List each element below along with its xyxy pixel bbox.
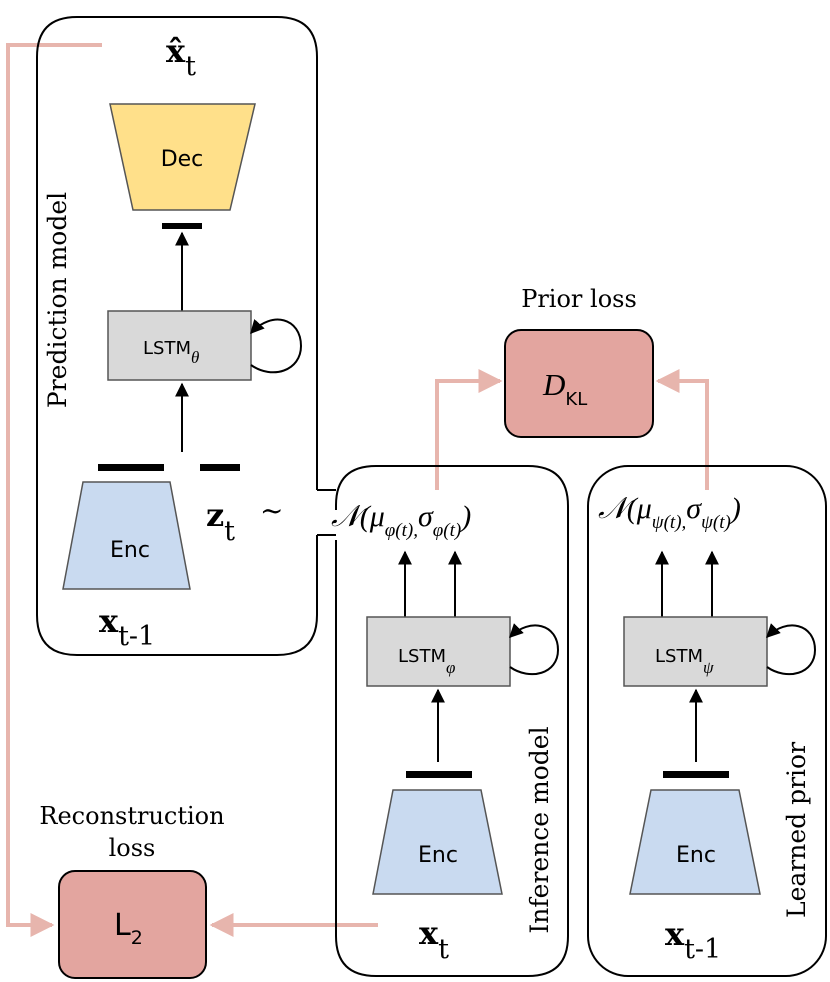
inference-distribution-close: ) (459, 500, 471, 533)
inference-encoder-label: Enc (418, 843, 458, 868)
prior-loss-box (504, 329, 654, 438)
prior-distribution-sigma: σ (686, 492, 702, 525)
latent-z-sub: t (224, 516, 235, 547)
reconstruction-loss-symbol-main: L (114, 908, 131, 943)
reconstruction-loss-group: Reconstruction loss L2 (39, 802, 225, 979)
prediction-output-main: x̂ (166, 32, 186, 70)
prior-loss-symbol-main: D (542, 367, 565, 402)
prior-to-dkl-arrow (655, 369, 709, 490)
sampling-bracket-line (317, 489, 336, 536)
latent-z-label: zt (206, 496, 235, 547)
inference-distribution-sigma-sub: φ(t) (433, 520, 461, 541)
prior-distribution-comma: , (682, 512, 687, 533)
prediction-input-label: xt-1 (99, 602, 155, 652)
latent-z-input-bar (200, 464, 240, 471)
prediction-lstm-recurrent-loop (250, 318, 303, 374)
reconstruction-loss-title-line2: loss (109, 834, 156, 862)
inference-input-main: x (419, 914, 439, 952)
prior-distribution-sigma-sub: ψ(t) (701, 512, 731, 533)
prior-loss-symbol: DKL (542, 367, 587, 410)
inference-lstm-block (366, 616, 511, 687)
inference-input-label: xt (419, 914, 449, 965)
prior-input-label: xt-1 (665, 915, 721, 965)
prior-lstm-label: LSTMψ (655, 646, 714, 677)
inference-encoder-output-bar (406, 771, 472, 778)
reconstruction-loss-title-line1: Reconstruction (39, 802, 224, 830)
prediction-encoder-block (62, 481, 191, 590)
prior-input-sub: t-1 (684, 934, 721, 965)
inference-distribution: 𝒩(μφ(t),σφ(t)) (331, 500, 471, 541)
prior-encoder-label: Enc (676, 843, 716, 868)
inference-lstm-sub: φ (446, 658, 455, 677)
prior-lstm-main: LSTM (655, 646, 703, 667)
reconstruction-loss-symbol-sub: 2 (131, 927, 143, 949)
inference-lstm-recurrent-loop (509, 623, 560, 676)
prediction-model-panel: Prediction model x̂t Dec LSTMθ Enc zt ~ … (36, 16, 318, 656)
inference-model-label: Inference model (525, 726, 554, 933)
prediction-output-sub: t (185, 51, 196, 82)
inference-to-dkl-arrow (435, 369, 503, 490)
prior-encoder-output-bar (663, 771, 729, 778)
prior-distribution: 𝒩(μψ(t),σψ(t)) (598, 492, 741, 533)
latent-tilde: ~ (260, 494, 283, 527)
prediction-input-sub: t-1 (118, 621, 155, 652)
prior-panel-border (587, 465, 827, 977)
prediction-output-label: x̂t (166, 32, 196, 82)
inference-distribution-n: 𝒩( (331, 500, 372, 533)
prediction-decoder-block (109, 103, 256, 211)
latent-z-main: z (206, 496, 224, 534)
learned-prior-panel: 𝒩(μψ(t),σψ(t)) LSTMψ Enc xt-1 Learned pr… (587, 465, 827, 977)
inference-distribution-mu-sub: φ(t) (385, 520, 413, 541)
prediction-input-main: x (99, 602, 119, 640)
prediction-decoder-input-bar (162, 223, 202, 229)
prior-distribution-mu-sub: ψ(t) (652, 512, 682, 533)
prior-loss-group: Prior loss DKL (504, 285, 654, 438)
loss-connectors (6, 43, 709, 937)
prior-lstm-sub: ψ (703, 658, 714, 677)
prediction-lstm-block (107, 310, 252, 381)
reconstruction-feedback-arrow (6, 43, 102, 937)
inference-lstm-label: LSTMφ (398, 646, 455, 677)
prediction-panel-border (36, 16, 318, 656)
learned-prior-label: Learned prior (782, 742, 811, 918)
reconstruction-loss-symbol: L2 (114, 908, 143, 949)
prediction-lstm-label: LSTMθ (143, 338, 199, 367)
inference-distribution-sigma: σ (418, 500, 434, 533)
prior-input-main: x (665, 915, 685, 953)
prediction-model-label: Prediction model (43, 192, 72, 408)
prior-distribution-close: ) (729, 492, 741, 525)
prior-distribution-n: 𝒩( (598, 492, 639, 525)
inference-model-panel: 𝒩(μφ(t),σφ(t)) LSTMφ Enc xt Inference mo… (331, 465, 569, 977)
prior-loss-title: Prior loss (521, 285, 637, 313)
inference-encoder-block (372, 789, 503, 895)
inference-input-sub: t (438, 934, 449, 965)
inference-lstm-main: LSTM (398, 646, 446, 667)
prior-distribution-mu: μ (636, 492, 652, 525)
inference-panel-border (335, 465, 569, 977)
prediction-decoder-label: Dec (161, 147, 204, 172)
inference-distribution-comma: , (413, 520, 418, 541)
prior-loss-symbol-sub: KL (565, 389, 587, 410)
prior-encoder-block (629, 789, 761, 895)
prediction-encoder-label: Enc (110, 538, 150, 563)
prediction-lstm-main: LSTM (143, 338, 191, 359)
sampling-bracket (317, 489, 336, 536)
inference-distribution-mu: μ (369, 500, 385, 533)
prediction-lstm-sub: θ (191, 348, 199, 367)
reconstruction-loss-box (58, 870, 207, 979)
prior-lstm-block (623, 616, 768, 687)
prediction-encoder-output-bar (98, 464, 164, 471)
prior-lstm-recurrent-loop (766, 623, 817, 676)
